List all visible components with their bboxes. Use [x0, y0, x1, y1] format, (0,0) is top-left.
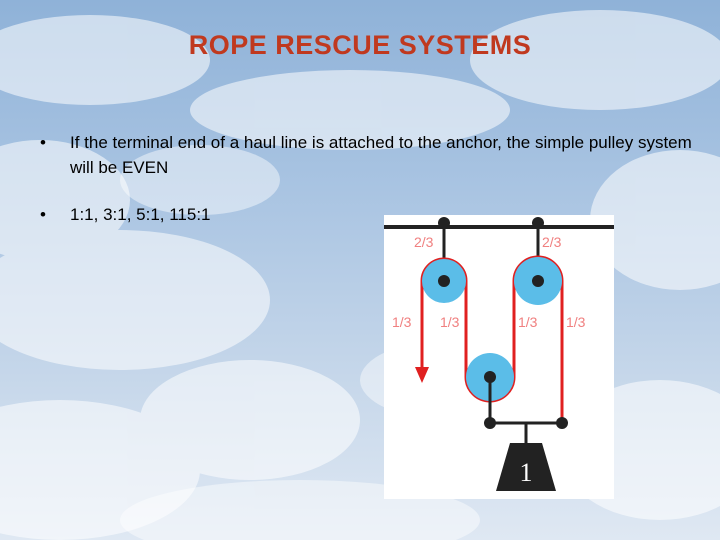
- tension-label: 1/3: [518, 314, 538, 330]
- anchor-point-left: [438, 217, 450, 229]
- tension-label: 1/3: [566, 314, 586, 330]
- bullet-item: • 1:1, 3:1, 5:1, 115:1: [40, 202, 700, 227]
- pull-arrow: [415, 367, 429, 383]
- load-attach-right: [556, 417, 568, 429]
- anchor-point-right: [532, 217, 544, 229]
- tension-label: 2/3: [414, 234, 434, 250]
- tension-label: 1/3: [440, 314, 460, 330]
- bullet-marker: •: [40, 133, 46, 152]
- top-right-pulley-axle: [532, 275, 544, 287]
- bullet-marker: •: [40, 205, 46, 224]
- load-weight-label: 1: [520, 458, 533, 487]
- bullet-text: If the terminal end of a haul line is at…: [70, 133, 692, 177]
- top-left-pulley-axle: [438, 275, 450, 287]
- slide-title: ROPE RESCUE SYSTEMS: [188, 30, 532, 60]
- load-attach-left: [484, 417, 496, 429]
- bullet-list: • If the terminal end of a haul line is …: [40, 130, 700, 249]
- pulley-diagram: 1 2/3 2/3 1/3 1/3 1/3 1/3: [384, 215, 614, 499]
- bullet-item: • If the terminal end of a haul line is …: [40, 130, 700, 180]
- load-weight: [496, 443, 556, 491]
- tension-label: 1/3: [392, 314, 412, 330]
- tension-label: 2/3: [542, 234, 562, 250]
- bullet-text: 1:1, 3:1, 5:1, 115:1: [70, 205, 211, 224]
